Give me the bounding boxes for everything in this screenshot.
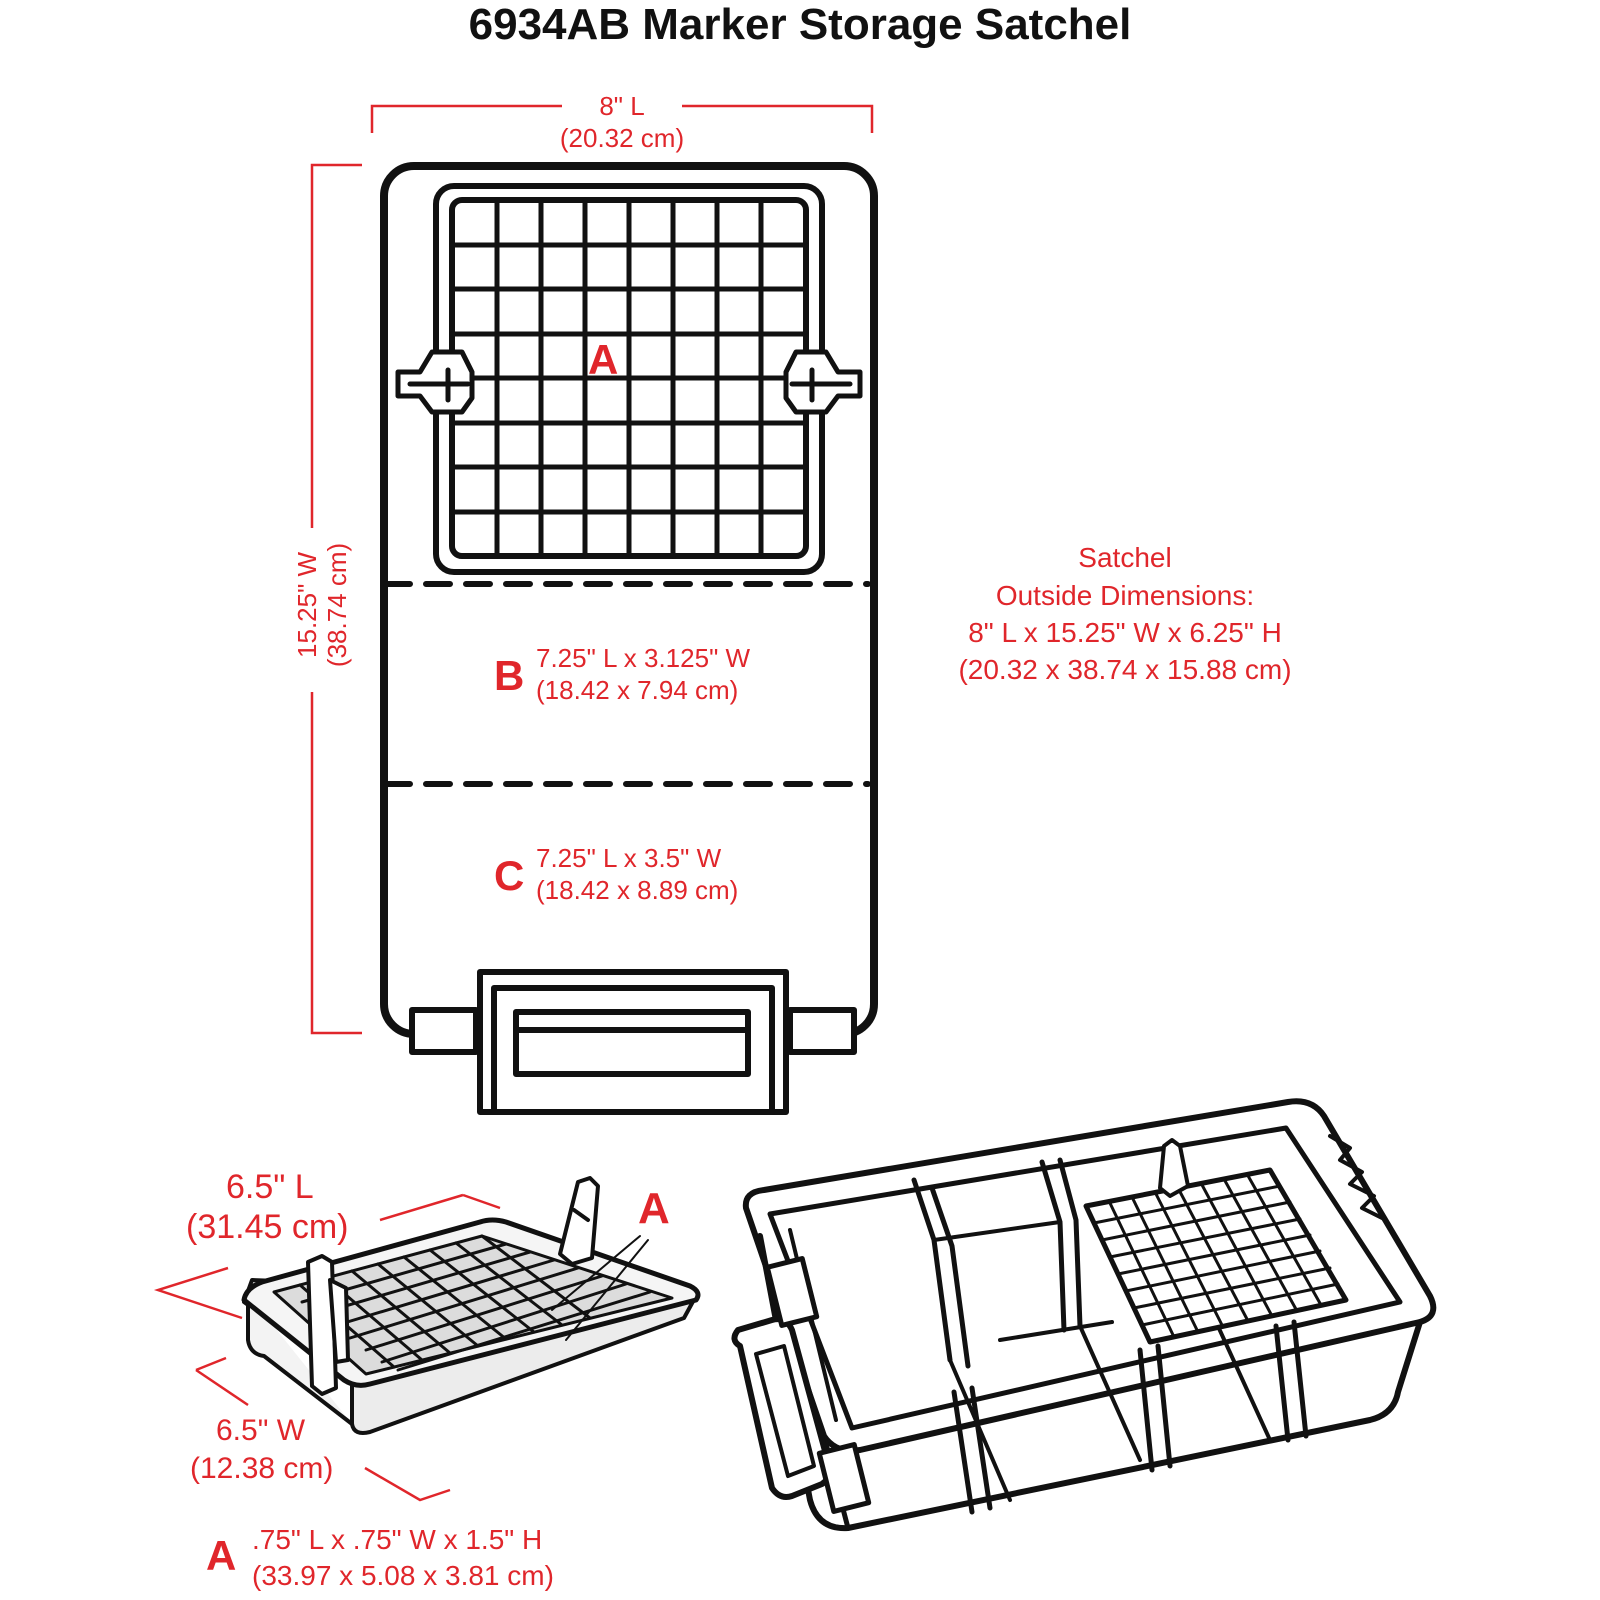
tray-arrow-upper: [153, 1266, 243, 1320]
callout-leader-a1: [551, 1235, 641, 1311]
top-view: [380, 162, 878, 1115]
length-dim-label: 8" L: [599, 91, 645, 121]
page-title: 6934AB Marker Storage Satchel: [468, 0, 1132, 49]
tray-width-tick: [364, 1466, 451, 1502]
width-dim-top: [310, 163, 362, 528]
outside-dims-line1: Satchel: [1078, 542, 1172, 573]
length-dim-right: [682, 104, 874, 133]
cell-a-size-cm: (33.97 x 5.08 x 3.81 cm): [252, 1560, 554, 1591]
latch-left: [395, 349, 475, 415]
outside-dims-line2: Outside Dimensions:: [995, 580, 1255, 611]
tray-length-cm-label: (31.45 cm): [186, 1208, 349, 1246]
satchel-iso-grid: [1092, 1172, 1340, 1339]
satchel-isometric: [731, 1098, 1437, 1532]
tray-arrow-lower-a: [195, 1368, 249, 1407]
compartment-c-size-cm: (18.42 x 8.89 cm): [536, 875, 739, 905]
cell-a-size: .75" L x .75" W x 1.5" H: [252, 1524, 543, 1555]
width-dim-bottom: [310, 692, 362, 1035]
compartment-c-letter: C: [494, 852, 525, 899]
tray-length-tick-b: [462, 1193, 501, 1210]
tray-callout-letter: A: [638, 1184, 670, 1233]
tray-grid: [449, 197, 809, 559]
cell-a-letter: A: [206, 1532, 237, 1579]
tray-length-label: 6.5" L: [226, 1168, 314, 1206]
tray-iso-clip-left: [306, 1254, 350, 1396]
width-dim-cm-label: (38.74 cm): [322, 542, 353, 668]
dimension-lines: [153, 104, 874, 1502]
tray-length-tick-a: [379, 1193, 464, 1222]
compartment-c-size: 7.25" L x 3.5" W: [536, 843, 722, 873]
callout-leader-a2: [565, 1239, 649, 1341]
tray-isometric: [241, 1176, 701, 1435]
tray-iso-clip-right: [558, 1176, 600, 1266]
outside-dims-line4: (20.32 x 38.74 x 15.88 cm): [958, 654, 1292, 685]
outside-dims-line3: 8" L x 15.25" W x 6.25" H: [968, 617, 1282, 648]
compartment-b-size: 7.25" L x 3.125" W: [536, 643, 751, 673]
tray-width-cm-label: (12.38 cm): [190, 1452, 334, 1485]
tray-arrow-lower-b: [195, 1356, 227, 1372]
tray-width-label: 6.5" W: [216, 1414, 306, 1447]
latch-right: [783, 349, 863, 415]
compartment-a-letter: A: [588, 336, 619, 383]
compartment-b-letter: B: [494, 652, 525, 699]
handle-top-view: [409, 969, 857, 1115]
length-dim-left: [370, 104, 562, 133]
width-dim-label: 15.25" W: [292, 551, 323, 658]
compartment-b-size-cm: (18.42 x 7.94 cm): [536, 675, 739, 705]
length-dim-cm-label: (20.32 cm): [559, 123, 685, 153]
